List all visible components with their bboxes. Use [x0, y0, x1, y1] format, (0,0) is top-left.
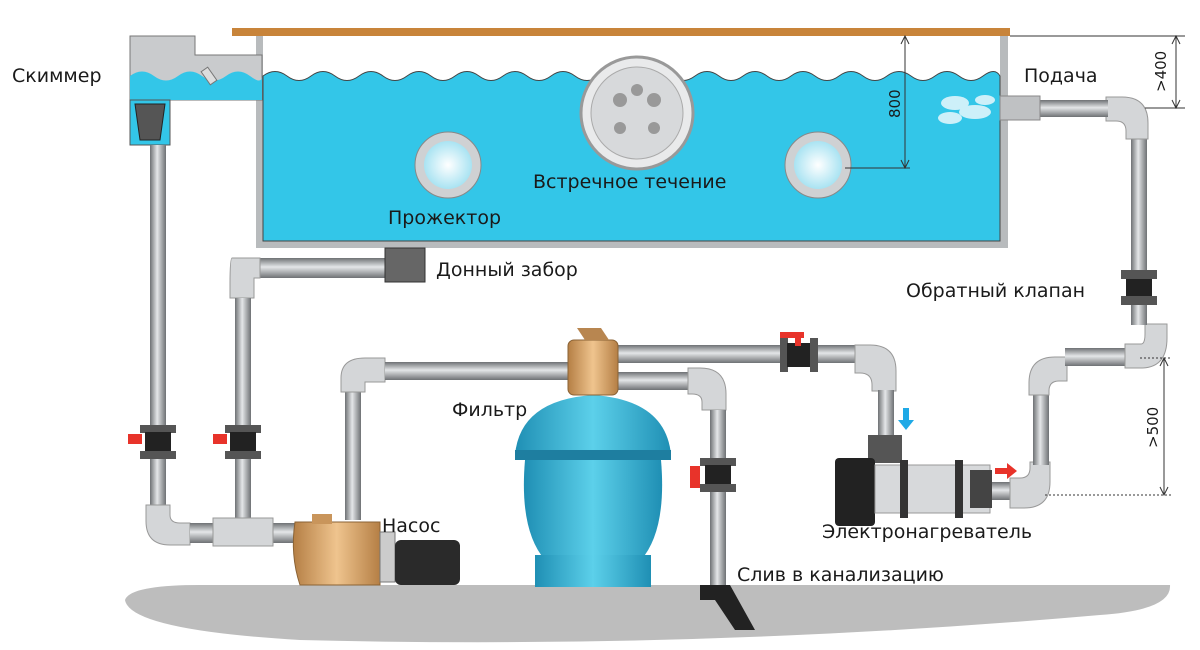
dimension-lines [845, 34, 1185, 497]
pool-deck [232, 28, 1010, 36]
label-spotlight: Прожектор [388, 207, 501, 229]
spotlight-left [414, 131, 482, 199]
label-filter: Фильтр [452, 399, 527, 421]
label-sewer-drain: Слив в канализацию [737, 564, 944, 586]
label-check-valve: Обратный клапан [906, 280, 1085, 302]
dimension-supply-height: >400 [1152, 51, 1170, 92]
label-heater: Электронагреватель [822, 521, 1032, 543]
label-supply: Подача [1024, 65, 1098, 87]
ball-valve-skimmer[interactable] [128, 425, 176, 459]
ball-valve-drain[interactable] [690, 458, 736, 492]
pump [292, 514, 460, 586]
label-pump: Насос [382, 515, 440, 537]
ground [125, 585, 1171, 643]
label-counterflow: Встречное течение [533, 171, 726, 193]
skimmer [129, 35, 263, 146]
bottom-drain [384, 247, 426, 283]
supply-inlet [999, 95, 1041, 121]
flow-arrow-in-icon [898, 408, 914, 430]
counterflow-unit [579, 55, 695, 171]
dimension-heater-height: >500 [1144, 407, 1162, 448]
water-bubbles [938, 95, 995, 124]
electric-heater [835, 408, 1017, 526]
sand-filter [515, 328, 671, 587]
flow-arrow-out-icon [995, 463, 1017, 479]
dimension-depth: 800 [886, 89, 904, 118]
spotlight-right [784, 131, 852, 199]
ball-valve-bottom-drain[interactable] [213, 425, 261, 459]
ball-valve-heater[interactable] [780, 332, 818, 372]
label-bottom-drain: Донный забор [436, 259, 578, 281]
filter-multiport-valve [567, 339, 619, 396]
pump-motor [395, 540, 460, 585]
check-valve [1121, 270, 1157, 305]
label-skimmer: Скиммер [12, 65, 102, 87]
